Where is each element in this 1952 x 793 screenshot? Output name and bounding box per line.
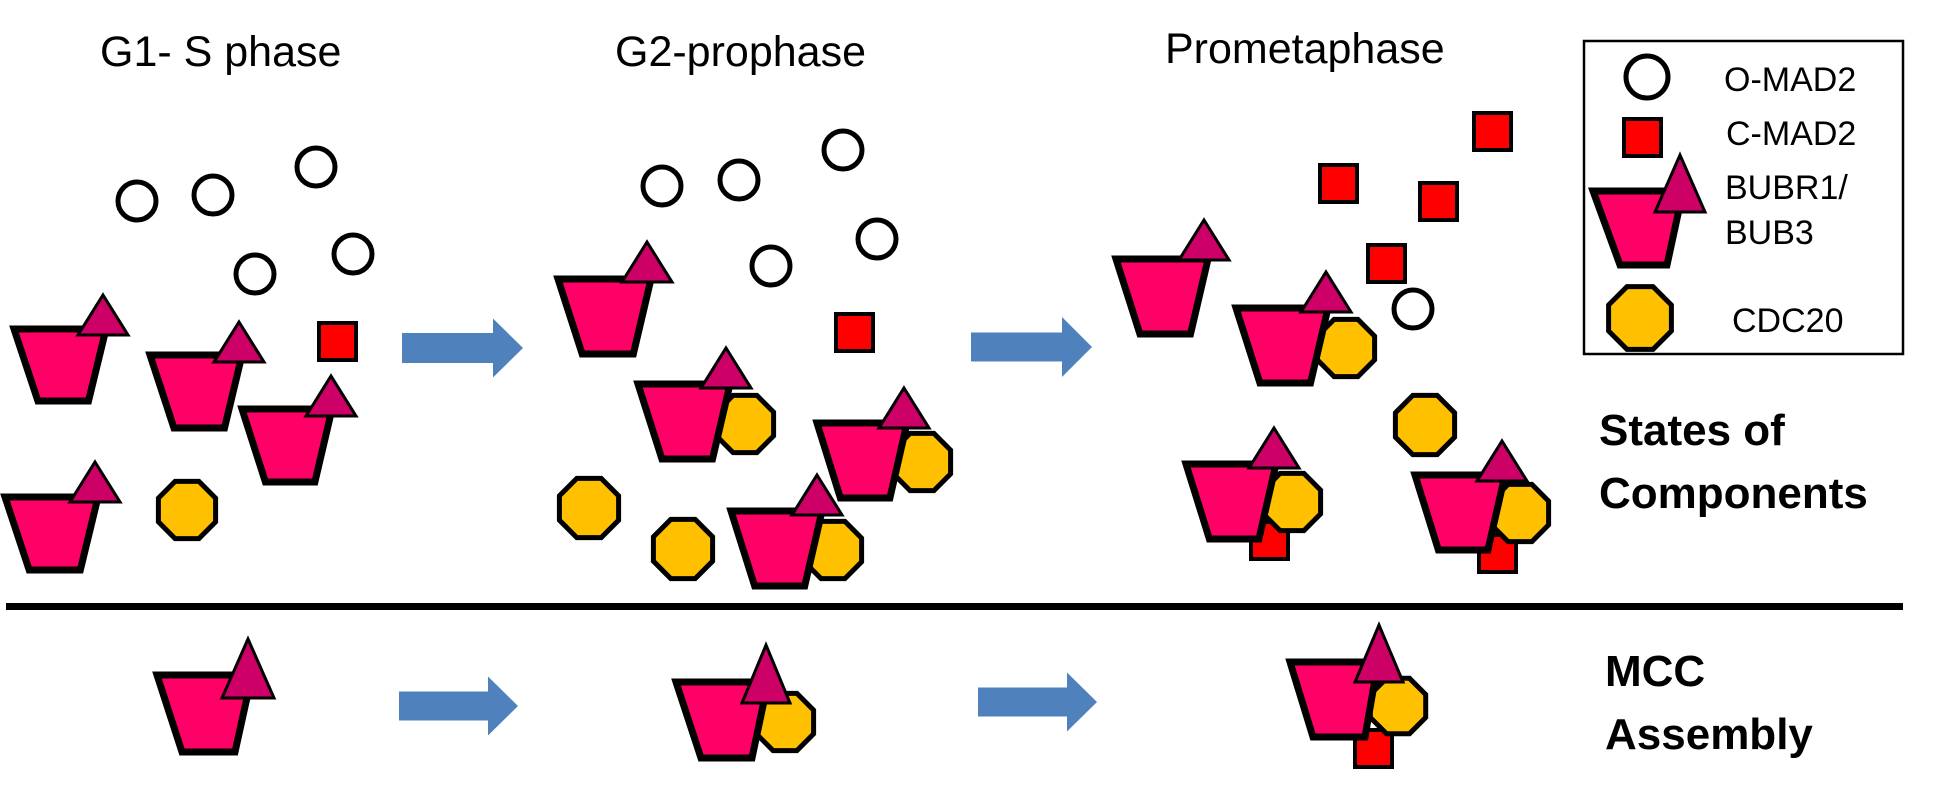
bub3-triangle	[219, 635, 277, 700]
cdc20-octagon	[650, 516, 716, 582]
bub3-triangle	[303, 373, 359, 418]
cdc20-octagon	[556, 475, 622, 541]
c-mad2-square	[1418, 181, 1459, 222]
bub3-triangle	[1176, 217, 1232, 262]
bubr1-trapezoid	[9, 325, 111, 405]
bub3-triangle	[876, 385, 932, 430]
bubr1-trapezoid	[0, 493, 103, 574]
bubr1-trapezoid	[1231, 304, 1333, 387]
g1s-bubr1-bub3-2	[145, 319, 267, 432]
phase-title-g2-prophase: G2-prophase	[615, 28, 866, 76]
transition-arrow	[399, 676, 518, 736]
bub3-triangle	[739, 641, 793, 705]
legend-label-c-mad2: C-MAD2	[1726, 115, 1856, 153]
bubr1-trapezoid	[633, 380, 735, 463]
o-mad2-circle	[294, 145, 338, 189]
transition-arrow	[402, 318, 523, 378]
bubr1-trapezoid	[726, 507, 827, 590]
label-states-line2: Components	[1599, 469, 1868, 518]
bubr1-trapezoid	[812, 419, 912, 502]
bub3-triangle	[619, 239, 675, 284]
g2p-complex-1	[633, 345, 777, 463]
bub3-triangle	[1652, 151, 1708, 214]
component-shapes	[0, 111, 1552, 769]
bub3-triangle	[67, 459, 123, 504]
row-divider	[6, 603, 1903, 610]
bubr1-trapezoid	[553, 275, 656, 358]
o-mad2-circle	[855, 217, 899, 261]
mcc-prometaphase	[1285, 621, 1429, 769]
pm-mcc-1	[1181, 425, 1324, 561]
bub3-triangle	[75, 292, 131, 337]
legend-label-cdc20: CDC20	[1732, 302, 1843, 340]
legend: O-MAD2 C-MAD2 BUBR1/ BUB3 CDC20	[1582, 39, 1905, 356]
legend-label-o-mad2: O-MAD2	[1724, 61, 1856, 99]
label-mcc-line1: MCC	[1605, 647, 1705, 696]
g1s-bubr1-bub3-3	[237, 373, 359, 486]
pm-bubr1-bub3-1	[1111, 217, 1232, 338]
bub3-triangle	[1352, 621, 1406, 684]
o-mad2-circle	[233, 252, 277, 296]
legend-label-bub3: BUB3	[1725, 214, 1814, 252]
legend-icons	[1587, 53, 1708, 352]
phase-title-prometaphase: Prometaphase	[1165, 25, 1445, 73]
o-mad2-circle	[115, 179, 159, 223]
label-states-line1: States of	[1599, 406, 1785, 455]
o-mad2-circle	[640, 164, 684, 208]
cdc20-octagon	[1392, 392, 1458, 458]
transition-arrow	[978, 672, 1097, 732]
c-mad2-square	[317, 321, 358, 362]
o-mad2-circle	[1623, 53, 1671, 101]
c-mad2-square	[1366, 243, 1407, 284]
bubr1-trapezoid	[1410, 471, 1510, 554]
pm-mcc-2	[1410, 438, 1552, 574]
mcc-g2p	[671, 641, 817, 762]
cdc20-octagon	[1606, 284, 1674, 352]
c-mad2-square	[834, 312, 875, 353]
o-mad2-circle	[331, 232, 375, 276]
c-mad2-square	[1622, 117, 1663, 158]
o-mad2-circle	[1391, 287, 1435, 331]
g2p-complex-2	[812, 385, 954, 502]
g1s-bubr1-bub3-1	[9, 292, 131, 405]
c-mad2-square	[1318, 163, 1359, 204]
bubr1-trapezoid	[237, 405, 337, 486]
o-mad2-circle	[191, 173, 235, 217]
bub3-triangle	[1474, 438, 1530, 483]
bubr1-trapezoid	[1181, 460, 1281, 543]
bub3-triangle	[1298, 269, 1354, 314]
cdc20-octagon	[155, 478, 219, 542]
transition-arrow	[971, 317, 1092, 377]
g2p-complex-3	[726, 472, 865, 590]
c-mad2-square	[1472, 111, 1513, 152]
pm-complex-1	[1231, 269, 1378, 387]
bub3-triangle	[789, 472, 845, 517]
o-mad2-circle	[717, 158, 761, 202]
g2p-bubr1-bub3-1	[553, 239, 675, 358]
bub3-triangle	[211, 319, 267, 364]
bub3-triangle	[698, 345, 754, 390]
g1s-bubr1-bub3-4	[0, 459, 123, 574]
cdc20-octagon	[1367, 675, 1429, 737]
bubr1-trapezoid	[145, 351, 247, 432]
bubr1-trapezoid	[1111, 255, 1213, 338]
bub3-triangle	[1246, 425, 1302, 470]
o-mad2-circle	[749, 244, 793, 288]
legend-label-bubr1: BUBR1/	[1725, 169, 1848, 207]
label-mcc-line2: Assembly	[1605, 710, 1813, 759]
o-mad2-circle	[821, 128, 865, 172]
mcc-g1s	[152, 635, 277, 756]
legend-bubr1-bub3-icon	[1587, 151, 1708, 269]
phase-title-g1s: G1- S phase	[100, 28, 341, 76]
